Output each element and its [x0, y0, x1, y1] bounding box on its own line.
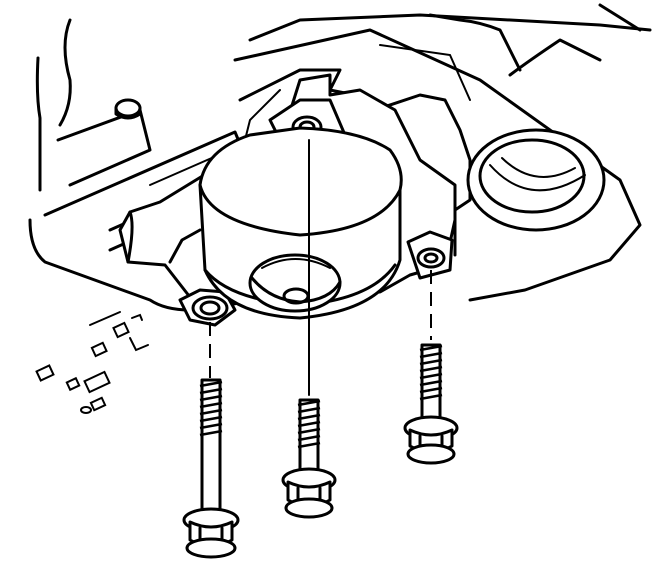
- cast-boss: [114, 98, 142, 120]
- flange-bolt-long-icon: [182, 378, 240, 559]
- cylindrical-housing-icon: [198, 126, 403, 320]
- bore-port: [466, 128, 606, 232]
- casting-marks: [35, 311, 149, 414]
- alignment-lines: [209, 139, 432, 396]
- mount-hole-left: [191, 295, 229, 321]
- flange-bolt-icon: [281, 398, 337, 519]
- mount-hole-right: [416, 247, 446, 269]
- flange-bolt-short-icon: [403, 343, 459, 465]
